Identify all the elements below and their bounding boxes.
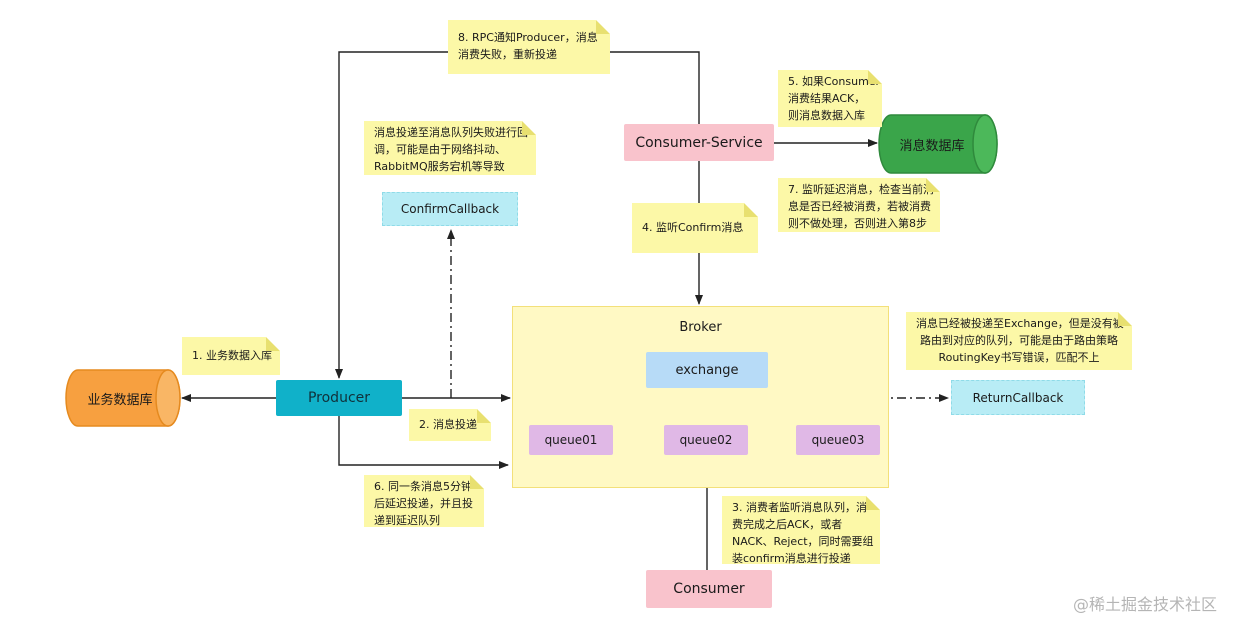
note-step5-line-2: 消费结果ACK， (788, 92, 866, 105)
confirm-callback-node: ConfirmCallback (382, 192, 518, 226)
note-step6: 6. 同一条消息5分钟 后延迟投递，并且投 递到延迟队列 (364, 475, 484, 527)
note-confirm-fail-line-1: 消息投递至消息队列失败进行回 (374, 126, 528, 139)
note-step7-line-3: 则不做处理，否则进入第8步 (788, 217, 927, 230)
note-step1-line: 1. 业务数据入库 (192, 349, 272, 362)
note-step3-line-2: 费完成之后ACK，或者 (732, 518, 843, 531)
note-step8-line-1: 8. RPC通知Producer，消息 (458, 31, 598, 44)
broker-title: Broker (679, 319, 722, 335)
note-return-fail-line-2: 路由到对应的队列，可能是由于路由策略 (920, 334, 1118, 347)
note-step7-line-2: 息是否已经被消费，若被消费 (788, 200, 931, 213)
note-return-fail-line-1: 消息已经被投递至Exchange，但是没有被 (916, 317, 1124, 330)
edge-producer-delayed (338, 416, 509, 469)
note-step4: 4. 监听Confirm消息 (632, 203, 758, 253)
note-step5-line-3: 则消息数据入库 (788, 109, 865, 122)
note-return-fail-line-3: RoutingKey书写错误，匹配不上 (938, 351, 1100, 364)
note-step1: 1. 业务数据入库 (182, 337, 280, 375)
note-step6-line-2: 后延迟投递，并且投 (374, 497, 473, 510)
watermark: @稀土掘金技术社区 (1072, 595, 1217, 614)
note-step3-line-3: NACK、Reject，同时需要组 (732, 535, 874, 548)
note-step6-line-1: 6. 同一条消息5分钟 (374, 480, 472, 493)
exchange-node: exchange (646, 352, 768, 388)
note-step5-line-1: 5. 如果Consumer (788, 75, 881, 88)
queue03-node: queue03 (796, 425, 880, 455)
note-step7-line-1: 7. 监听延迟消息，检查当前消 (788, 183, 934, 196)
note-step4-line: 4. 监听Confirm消息 (642, 221, 744, 234)
note-step2-line: 2. 消息投递 (419, 418, 477, 431)
note-step7: 7. 监听延迟消息，检查当前消 息是否已经被消费，若被消费 则不做处理，否则进入… (778, 178, 940, 232)
business-db-cylinder (65, 369, 181, 427)
note-step8-line-2: 消费失败，重新投递 (458, 48, 557, 61)
note-confirm-fail-line-2: 调，可能是由于网络抖动、 (374, 143, 506, 156)
broker-container (512, 306, 889, 488)
note-step6-line-3: 递到延迟队列 (374, 514, 440, 527)
return-callback-node: ReturnCallback (951, 380, 1085, 415)
note-step3-line-4: 装confirm消息进行投递 (732, 552, 851, 565)
consumer-service-node: Consumer-Service (624, 124, 774, 161)
note-step5: 5. 如果Consumer 消费结果ACK， 则消息数据入库 (778, 70, 882, 127)
consumer-node: Consumer (646, 570, 772, 608)
message-db-cylinder (878, 114, 998, 174)
note-confirm-fail: 消息投递至消息队列失败进行回 调，可能是由于网络抖动、 RabbitMQ服务宕机… (364, 121, 536, 175)
message-db-label: 消息数据库 (899, 138, 965, 154)
queue02-node: queue02 (664, 425, 748, 455)
queue01-node: queue01 (529, 425, 613, 455)
producer-node: Producer (276, 380, 402, 416)
note-confirm-fail-line-3: RabbitMQ服务宕机等导致 (374, 160, 505, 173)
note-return-fail: 消息已经被投递至Exchange，但是没有被 路由到对应的队列，可能是由于路由策… (906, 312, 1132, 370)
business-db-label: 业务数据库 (87, 392, 153, 408)
note-step3: 3. 消费者监听消息队列，消 费完成之后ACK，或者 NACK、Reject，同… (722, 496, 880, 565)
note-step2: 2. 消息投递 (409, 409, 491, 441)
note-step3-line-1: 3. 消费者监听消息队列，消 (732, 501, 867, 514)
note-step8: 8. RPC通知Producer，消息 消费失败，重新投递 (448, 20, 610, 74)
